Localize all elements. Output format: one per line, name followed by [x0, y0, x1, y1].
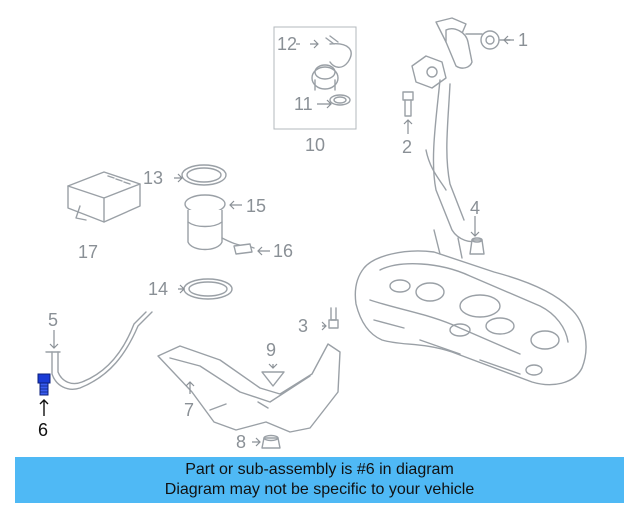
callout-5: 5 [48, 310, 58, 330]
callout-13: 13 [143, 168, 163, 188]
callout-10: 10 [305, 135, 325, 155]
fuel-tank [354, 229, 587, 386]
part-15-fuel-pump [184, 194, 255, 251]
callout-11: 11 [294, 94, 313, 114]
part-10-cap-assembly [273, 26, 357, 130]
part-5-strap [45, 311, 153, 390]
part-8-nut [261, 434, 281, 449]
part-2-bolt [402, 91, 414, 117]
callout-9: 9 [266, 340, 276, 360]
callout-12: 12 [277, 34, 297, 54]
part-4-valve [469, 237, 485, 255]
part-7-heat-shield [157, 343, 341, 433]
parts-diagram: 1 2 3 4 5 6 7 8 9 10 11 12 13 14 15 16 1… [37, 17, 587, 452]
part-9-clip [261, 371, 285, 387]
part-6-bolt [37, 373, 51, 396]
part-16-sensor [233, 243, 253, 255]
callout-2: 2 [402, 137, 412, 157]
part-14-seal [183, 278, 233, 300]
part-3-bolt [328, 307, 339, 329]
callout-14: 14 [148, 279, 168, 299]
banner-line-1: Part or sub-assembly is #6 in diagram [185, 461, 454, 478]
callout-6: 6 [38, 420, 48, 440]
leader-lines [39, 35, 514, 447]
callout-1: 1 [518, 30, 528, 50]
callout-15: 15 [246, 196, 266, 216]
callout-16: 16 [273, 241, 293, 261]
part-13-lock-ring [181, 164, 227, 186]
callout-17: 17 [78, 242, 98, 262]
banner-line-2: Diagram may not be specific to your vehi… [164, 481, 475, 498]
disclaimer-banner: Part or sub-assembly is #6 in diagram Di… [15, 457, 624, 503]
callout-7: 7 [184, 400, 194, 420]
part-1-filler-neck [411, 17, 511, 243]
callout-3: 3 [298, 316, 308, 336]
callout-8: 8 [236, 432, 246, 452]
part-17-control-module [67, 171, 141, 223]
callout-4: 4 [470, 198, 480, 218]
